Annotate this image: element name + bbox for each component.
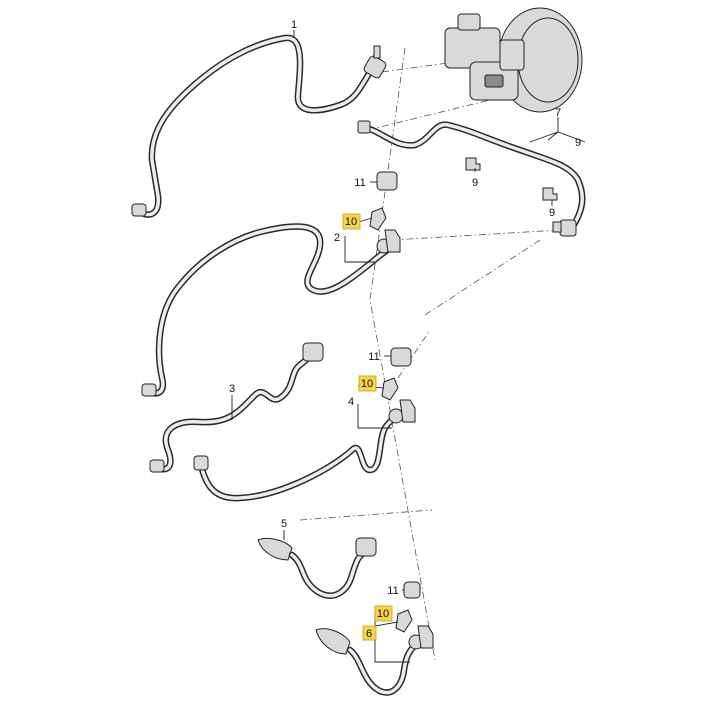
callout-11a: 11 <box>354 177 365 189</box>
callout-6: 6 <box>366 628 372 640</box>
callout-10a: 10 <box>345 216 357 228</box>
callout-10c: 10 <box>377 608 389 620</box>
reference-lines <box>299 47 561 661</box>
callout-5: 5 <box>281 518 287 530</box>
sensor-11-parts <box>376 171 421 599</box>
callout-11b: 11 <box>368 351 379 363</box>
brake-line-5 <box>257 537 377 599</box>
brake-line-1 <box>131 34 387 218</box>
brake-booster-master-cylinder <box>444 7 583 113</box>
highlight-10a <box>342 213 361 230</box>
callout-labels: 1 7 9 9 9 11 10 2 3 11 10 4 5 11 10 6 <box>229 19 581 641</box>
brake-line-7 <box>357 120 586 237</box>
brake-line-3 <box>149 342 324 473</box>
highlight-10c <box>374 605 393 622</box>
callout-11c: 11 <box>387 585 398 597</box>
callout-2: 2 <box>334 232 340 244</box>
callout-7: 7 <box>555 107 561 119</box>
callout-4: 4 <box>348 396 354 408</box>
callout-9a: 9 <box>575 137 581 149</box>
leader-lines <box>231 30 586 663</box>
callout-9b: 9 <box>472 177 478 189</box>
callout-3: 3 <box>229 383 235 395</box>
callout-1: 1 <box>291 19 297 31</box>
highlight-10b <box>358 375 377 392</box>
brake-line-2 <box>141 223 401 397</box>
bracket-10-parts <box>369 207 413 633</box>
callout-10b: 10 <box>361 378 373 390</box>
highlight-6 <box>362 625 377 641</box>
brake-line-6 <box>315 625 434 696</box>
callout-9c: 9 <box>549 207 555 219</box>
clip-9-parts <box>465 157 562 233</box>
